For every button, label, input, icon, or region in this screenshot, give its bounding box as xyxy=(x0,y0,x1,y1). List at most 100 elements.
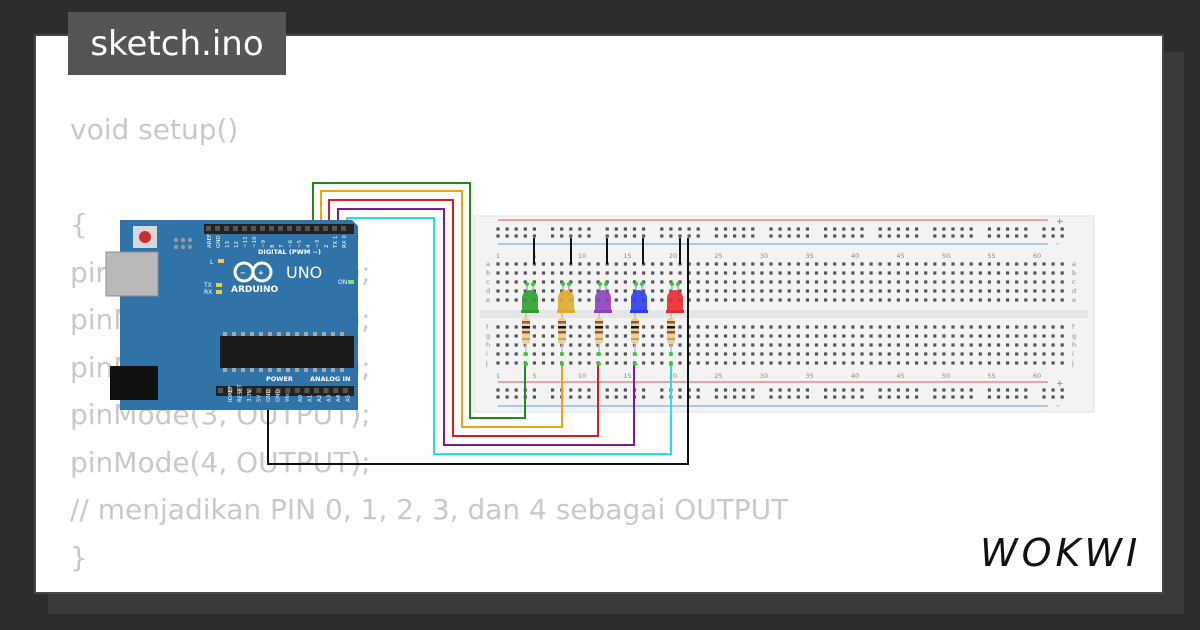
breadboard-hole xyxy=(796,388,800,392)
breadboard-hole xyxy=(915,262,919,266)
breadboard-hole xyxy=(915,388,919,392)
breadboard-hole xyxy=(951,234,955,238)
breadboard-hole xyxy=(996,271,1001,275)
breadboard-hole xyxy=(505,395,509,399)
breadboard-hole xyxy=(787,343,791,347)
chip-leg xyxy=(268,368,272,372)
breadboard-hole xyxy=(987,361,991,365)
breadboard-hole xyxy=(851,298,855,302)
breadboard-hole xyxy=(623,325,627,329)
breadboard-hole xyxy=(1033,352,1037,356)
breadboard-hole xyxy=(1015,271,1019,275)
row-label: e xyxy=(1072,296,1076,304)
breadboard-hole xyxy=(860,343,864,347)
breadboard-hole xyxy=(605,388,609,392)
chip-leg xyxy=(286,332,290,336)
breadboard-hole xyxy=(569,361,573,365)
breadboard-hole xyxy=(1033,343,1037,347)
breadboard-hole xyxy=(1015,388,1019,392)
arduino-uno: DIGITAL (PWM ~) TX RX L − + UNO ARDUINO … xyxy=(105,220,358,410)
breadboard-hole xyxy=(687,388,691,392)
breadboard-hole xyxy=(842,280,846,284)
breadboard-hole xyxy=(705,325,709,329)
breadboard-hole xyxy=(805,234,809,238)
breadboard-hole xyxy=(587,325,591,329)
breadboard-hole xyxy=(778,298,782,302)
breadboard-hole xyxy=(960,234,964,238)
resistor xyxy=(667,313,675,366)
breadboard-hole xyxy=(960,388,964,392)
breadboard-hole xyxy=(532,395,536,399)
breadboard-hole xyxy=(551,361,555,365)
breadboard-hole xyxy=(541,262,546,266)
breadboard-hole xyxy=(660,343,664,347)
breadboard-hole xyxy=(669,280,673,284)
breadboard-hole xyxy=(787,234,791,238)
breadboard-hole xyxy=(814,343,819,347)
breadboard-hole xyxy=(769,289,773,293)
breadboard-hole xyxy=(796,395,800,399)
breadboard-hole xyxy=(787,298,791,302)
breadboard-hole xyxy=(933,395,937,399)
breadboard-hole xyxy=(905,280,910,284)
breadboard-hole xyxy=(878,334,882,338)
breadboard-hole xyxy=(915,325,919,329)
breadboard-hole xyxy=(751,395,755,399)
atmega-chip xyxy=(220,336,354,368)
breadboard-hole xyxy=(924,343,928,347)
breadboard-hole xyxy=(960,343,964,347)
breadboard-hole xyxy=(814,271,819,275)
breadboard-hole xyxy=(714,343,718,347)
breadboard-hole xyxy=(760,334,764,338)
wire-purple xyxy=(337,208,635,446)
wire-ground xyxy=(267,238,689,465)
breadboard-hole xyxy=(878,388,882,392)
breadboard-hole xyxy=(723,343,728,347)
breadboard-hole xyxy=(1024,298,1028,302)
rx-label: RX xyxy=(204,289,212,296)
breadboard-hole xyxy=(824,289,828,293)
row-label: h xyxy=(486,341,490,349)
breadboard-hole xyxy=(705,343,709,347)
breadboard-hole xyxy=(660,289,664,293)
digital-header-label: DIGITAL (PWM ~) xyxy=(258,248,321,256)
breadboard-hole xyxy=(751,343,755,347)
power-pin-label: 5V xyxy=(257,395,263,402)
breadboard-hole xyxy=(924,361,928,365)
breadboard-hole xyxy=(605,343,609,347)
breadboard-hole xyxy=(733,361,737,365)
power-pin-label: GND xyxy=(266,389,272,402)
chip-leg xyxy=(322,332,326,336)
breadboard-hole xyxy=(996,334,1001,338)
breadboard-hole xyxy=(769,395,773,399)
breadboard-hole xyxy=(769,227,773,231)
bottom-pin xyxy=(304,388,310,393)
breadboard-hole xyxy=(514,280,518,284)
breadboard-hole xyxy=(887,262,891,266)
breadboard-hole xyxy=(905,395,910,399)
l-label: L xyxy=(210,259,214,266)
breadboard-hole xyxy=(614,361,618,365)
breadboard-hole xyxy=(714,352,718,356)
chip-leg xyxy=(259,332,263,336)
breadboard-hole xyxy=(605,361,609,365)
wire-red xyxy=(328,199,599,437)
breadboard-hole xyxy=(787,280,791,284)
breadboard-hole xyxy=(987,343,991,347)
breadboard-hole xyxy=(723,395,728,399)
rail-minus-label: - xyxy=(1056,239,1059,249)
breadboard-hole xyxy=(1015,227,1019,231)
breadboard-hole xyxy=(942,234,946,238)
breadboard-hole xyxy=(1033,280,1037,284)
breadboard-hole xyxy=(905,334,910,338)
breadboard-hole xyxy=(824,234,828,238)
breadboard-hole xyxy=(551,388,555,392)
breadboard-hole xyxy=(942,388,946,392)
breadboard-hole xyxy=(578,234,582,238)
breadboard-hole xyxy=(978,289,982,293)
digital-pin xyxy=(278,226,283,231)
row-label: j xyxy=(485,359,488,367)
breadboard-hole xyxy=(860,325,864,329)
analog-pin-label: A2 xyxy=(317,395,323,402)
breadboard-hole xyxy=(642,325,646,329)
